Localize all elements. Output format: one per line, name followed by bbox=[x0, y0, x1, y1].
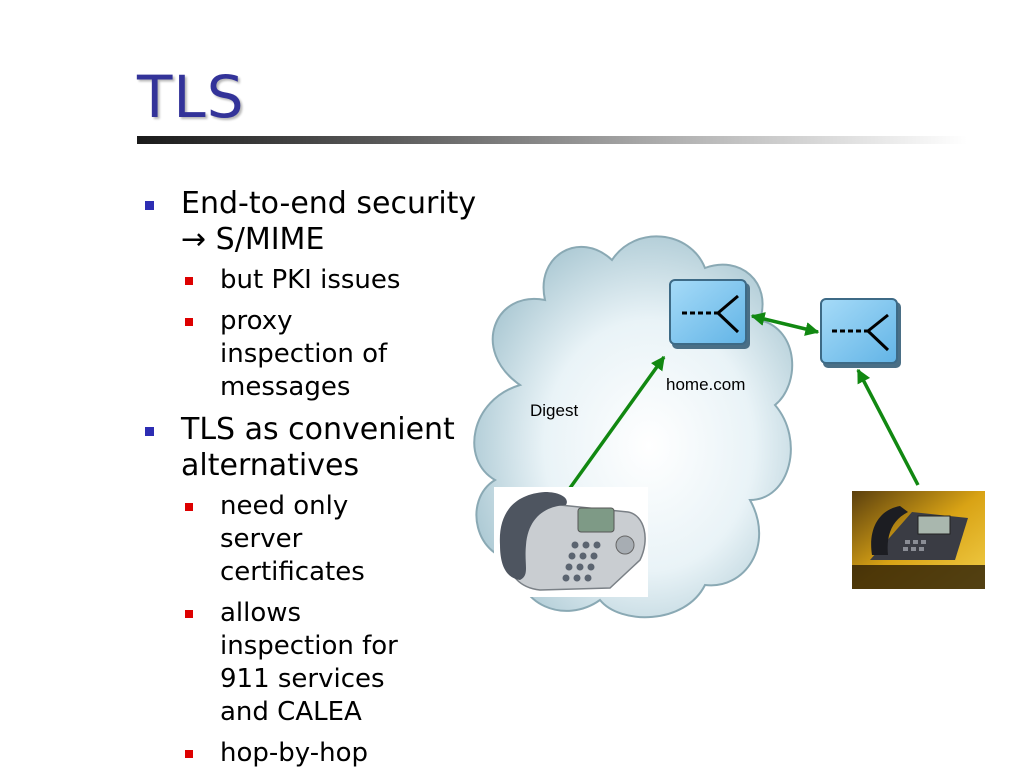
bullet-text: TLS as convenient alternatives bbox=[181, 412, 455, 483]
bullet-marker bbox=[145, 201, 154, 210]
proxy-server-icon bbox=[669, 279, 750, 349]
sub-bullet-marker bbox=[185, 750, 193, 758]
sub-bullet-text: proxy inspection of messages bbox=[220, 306, 388, 402]
sub-bullet-text: but PKI issues bbox=[220, 265, 401, 295]
sub-bullet-item: need only server certificates bbox=[145, 490, 420, 589]
bullet-item: End-to-end security → S/MIME bbox=[145, 186, 495, 258]
sub-bullet-item: proxy inspection of messages bbox=[145, 305, 430, 404]
title-underline bbox=[137, 136, 967, 144]
sub-bullet-item: but PKI issues bbox=[145, 264, 495, 297]
sub-bullet-marker bbox=[185, 503, 193, 511]
sub-bullet-marker bbox=[185, 277, 193, 285]
digest-label: Digest bbox=[530, 401, 579, 420]
sub-bullet-marker bbox=[185, 318, 193, 326]
tls-link-arrow bbox=[750, 312, 820, 336]
sub-bullet-text: need only server certificates bbox=[220, 491, 365, 587]
bullet-text-continuation: → S/MIME bbox=[181, 222, 325, 257]
phone-to-proxy-arrow bbox=[856, 368, 920, 486]
bullet-text: End-to-end security bbox=[181, 186, 477, 221]
sub-bullet-item: hop-by-hop bbox=[145, 737, 495, 770]
sub-bullet-text: hop-by-hop bbox=[220, 738, 368, 768]
sub-bullet-text: allows inspection for 911 services and C… bbox=[220, 598, 398, 727]
bullet-list: End-to-end security → S/MIME but PKI iss… bbox=[145, 186, 495, 778]
sub-bullet-item: allows inspection for 911 services and C… bbox=[145, 597, 430, 729]
digest-arrow bbox=[568, 355, 666, 490]
bullet-marker bbox=[145, 427, 154, 436]
desk-phone-icon bbox=[494, 487, 648, 597]
ip-phone-icon bbox=[852, 491, 985, 589]
proxy-server-icon bbox=[820, 298, 901, 368]
bullet-item: TLS as convenient alternatives bbox=[145, 412, 481, 484]
home-domain-label: home.com bbox=[666, 375, 746, 394]
sub-bullet-marker bbox=[185, 610, 193, 618]
slide-title: TLS bbox=[137, 63, 245, 131]
